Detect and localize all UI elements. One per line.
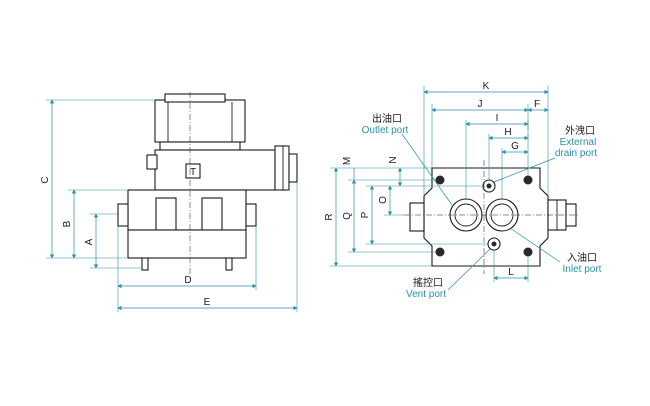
dim-h-label: H	[504, 127, 511, 138]
body-port-left	[155, 197, 177, 231]
inlet-port-en: Inlet port	[563, 264, 602, 275]
vent-port-cn: 搖控口	[413, 276, 443, 289]
dim-l-label: L	[508, 267, 514, 278]
outlet-leader	[401, 133, 453, 206]
vent-leader	[447, 248, 491, 291]
front-view: K J F I H G L R Q M	[324, 81, 602, 300]
solenoid-mark-box	[185, 163, 201, 179]
pilot-collar	[159, 141, 241, 151]
dim-f-label: F	[534, 99, 540, 110]
base-plate	[127, 229, 247, 259]
pilot-cap	[164, 93, 226, 103]
drain-port-en-1: External	[560, 137, 597, 148]
front-left-plug	[409, 202, 425, 232]
solenoid-left-cap	[146, 154, 158, 170]
dim-j-label: J	[478, 99, 483, 110]
inlet-leader	[509, 227, 561, 263]
solenoid-mark: T	[190, 167, 196, 178]
dim-n-label: N	[388, 156, 399, 163]
bolt-top-left	[435, 175, 445, 185]
drain-port-cn: 外洩口	[565, 124, 595, 137]
dim-o-label: O	[378, 196, 389, 204]
pilot-housing	[154, 99, 246, 143]
side-view: T C B A D	[40, 92, 298, 312]
dim-m-label: M	[342, 157, 353, 165]
right-plug	[245, 203, 257, 227]
inlet-port-cn: 入油口	[567, 251, 597, 264]
dim-r-label: R	[324, 213, 335, 220]
solenoid-connector	[288, 153, 298, 183]
outlet-port-cn: 出油口	[372, 112, 402, 125]
vent-port-en: Vent port	[406, 289, 446, 300]
left-plug	[117, 203, 129, 227]
foot-left	[141, 257, 149, 271]
bolt-top-right	[523, 175, 533, 185]
dim-a-label: A	[84, 238, 95, 245]
dim-e-label: E	[204, 297, 211, 308]
dim-k-label: K	[483, 81, 490, 92]
drain-leader	[493, 157, 556, 183]
main-body	[127, 189, 247, 231]
outlet-port-en: Outlet port	[362, 125, 409, 136]
dim-q-label: Q	[342, 212, 353, 220]
dim-d-label: D	[184, 275, 191, 286]
dim-p-label: P	[360, 211, 371, 218]
drain-port-en-2: drain port	[555, 148, 597, 159]
bolt-bottom-left	[435, 247, 445, 257]
dim-i-label: I	[496, 113, 499, 124]
solenoid-body	[154, 149, 276, 191]
bolt-bottom-right	[523, 247, 533, 257]
dim-g-label: G	[511, 141, 519, 152]
dim-b-label: B	[62, 220, 73, 227]
solenoid-coil-end	[274, 145, 290, 191]
body-port-right	[201, 197, 223, 231]
foot-right	[225, 257, 233, 271]
dim-c-label: C	[40, 176, 51, 183]
